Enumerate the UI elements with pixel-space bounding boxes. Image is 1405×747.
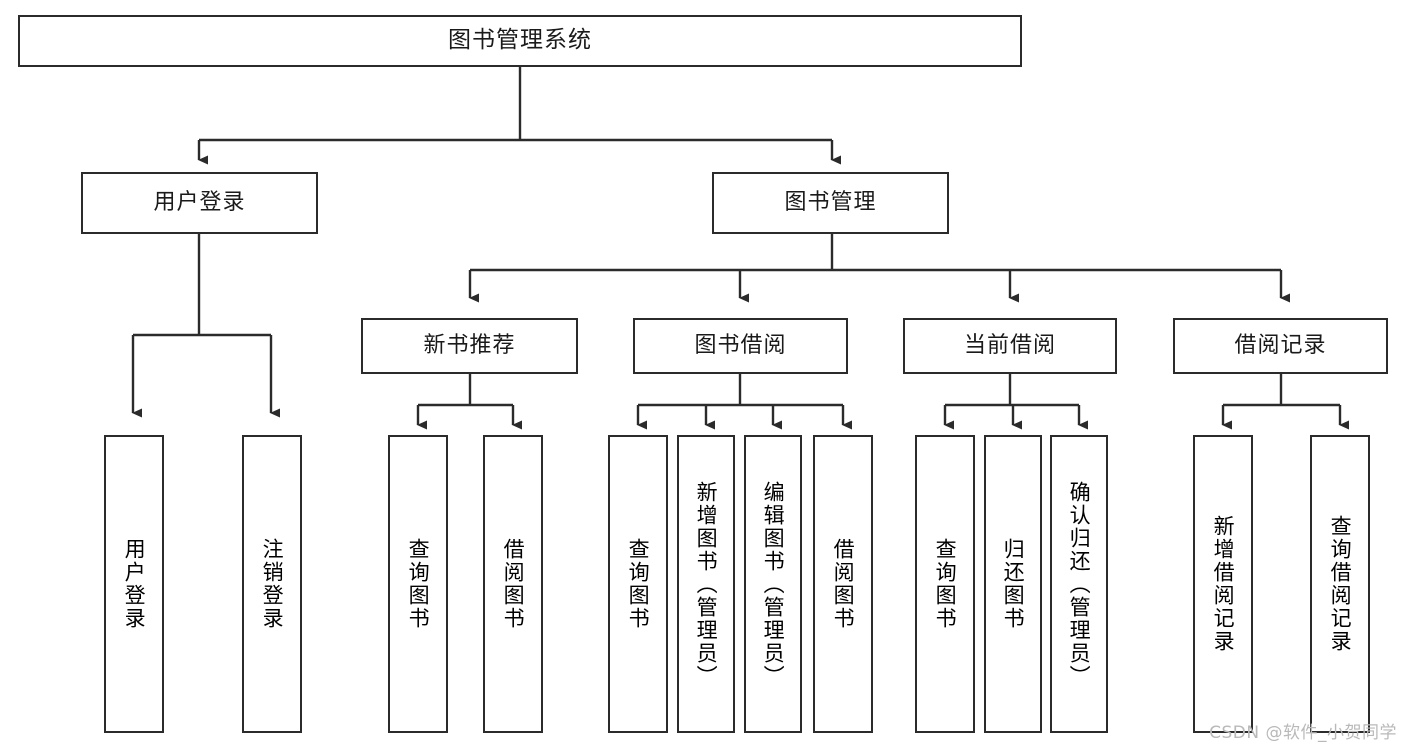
leaf-label: 查询图书 <box>626 538 651 630</box>
leaf-borrow-borrow-book[interactable]: 借阅图书 <box>813 435 873 733</box>
node-book-borrow[interactable]: 图书借阅 <box>633 318 848 374</box>
leaf-label: 确认归还（管理员） <box>1067 480 1092 688</box>
leaf-current-return-book[interactable]: 归还图书 <box>984 435 1042 733</box>
leaf-label: 归还图书 <box>1001 538 1026 630</box>
watermark-text: CSDN @软件_小贺同学 <box>1209 723 1397 743</box>
leaf-current-confirm-return-admin[interactable]: 确认归还（管理员） <box>1050 435 1108 733</box>
leaf-label: 查询图书 <box>933 538 958 630</box>
leaf-current-query-book[interactable]: 查询图书 <box>915 435 975 733</box>
leaf-label: 注销登录 <box>260 538 285 630</box>
leaf-label: 查询借阅记录 <box>1328 515 1353 653</box>
node-root-system[interactable]: 图书管理系统 <box>18 15 1022 67</box>
leaf-user-login-login[interactable]: 用户登录 <box>104 435 164 733</box>
node-new-book-recommend[interactable]: 新书推荐 <box>361 318 578 374</box>
leaf-label: 编辑图书（管理员） <box>761 480 786 688</box>
node-user-login[interactable]: 用户登录 <box>81 172 318 234</box>
node-current-borrow[interactable]: 当前借阅 <box>903 318 1117 374</box>
leaf-label: 借阅图书 <box>831 538 856 630</box>
node-book-management[interactable]: 图书管理 <box>712 172 949 234</box>
leaf-record-query-record[interactable]: 查询借阅记录 <box>1310 435 1370 733</box>
leaf-label: 新增借阅记录 <box>1211 515 1236 653</box>
leaf-label: 借阅图书 <box>501 538 526 630</box>
leaf-label: 查询图书 <box>406 538 431 630</box>
leaf-label: 用户登录 <box>122 538 147 630</box>
leaf-recommend-query-book[interactable]: 查询图书 <box>388 435 448 733</box>
leaf-user-login-logout[interactable]: 注销登录 <box>242 435 302 733</box>
leaf-record-add-record[interactable]: 新增借阅记录 <box>1193 435 1253 733</box>
leaf-borrow-add-book-admin[interactable]: 新增图书（管理员） <box>677 435 735 733</box>
leaf-borrow-edit-book-admin[interactable]: 编辑图书（管理员） <box>744 435 802 733</box>
leaf-borrow-query-book[interactable]: 查询图书 <box>608 435 668 733</box>
leaf-label: 新增图书（管理员） <box>694 480 719 688</box>
node-borrow-record[interactable]: 借阅记录 <box>1173 318 1388 374</box>
leaf-recommend-borrow-book[interactable]: 借阅图书 <box>483 435 543 733</box>
